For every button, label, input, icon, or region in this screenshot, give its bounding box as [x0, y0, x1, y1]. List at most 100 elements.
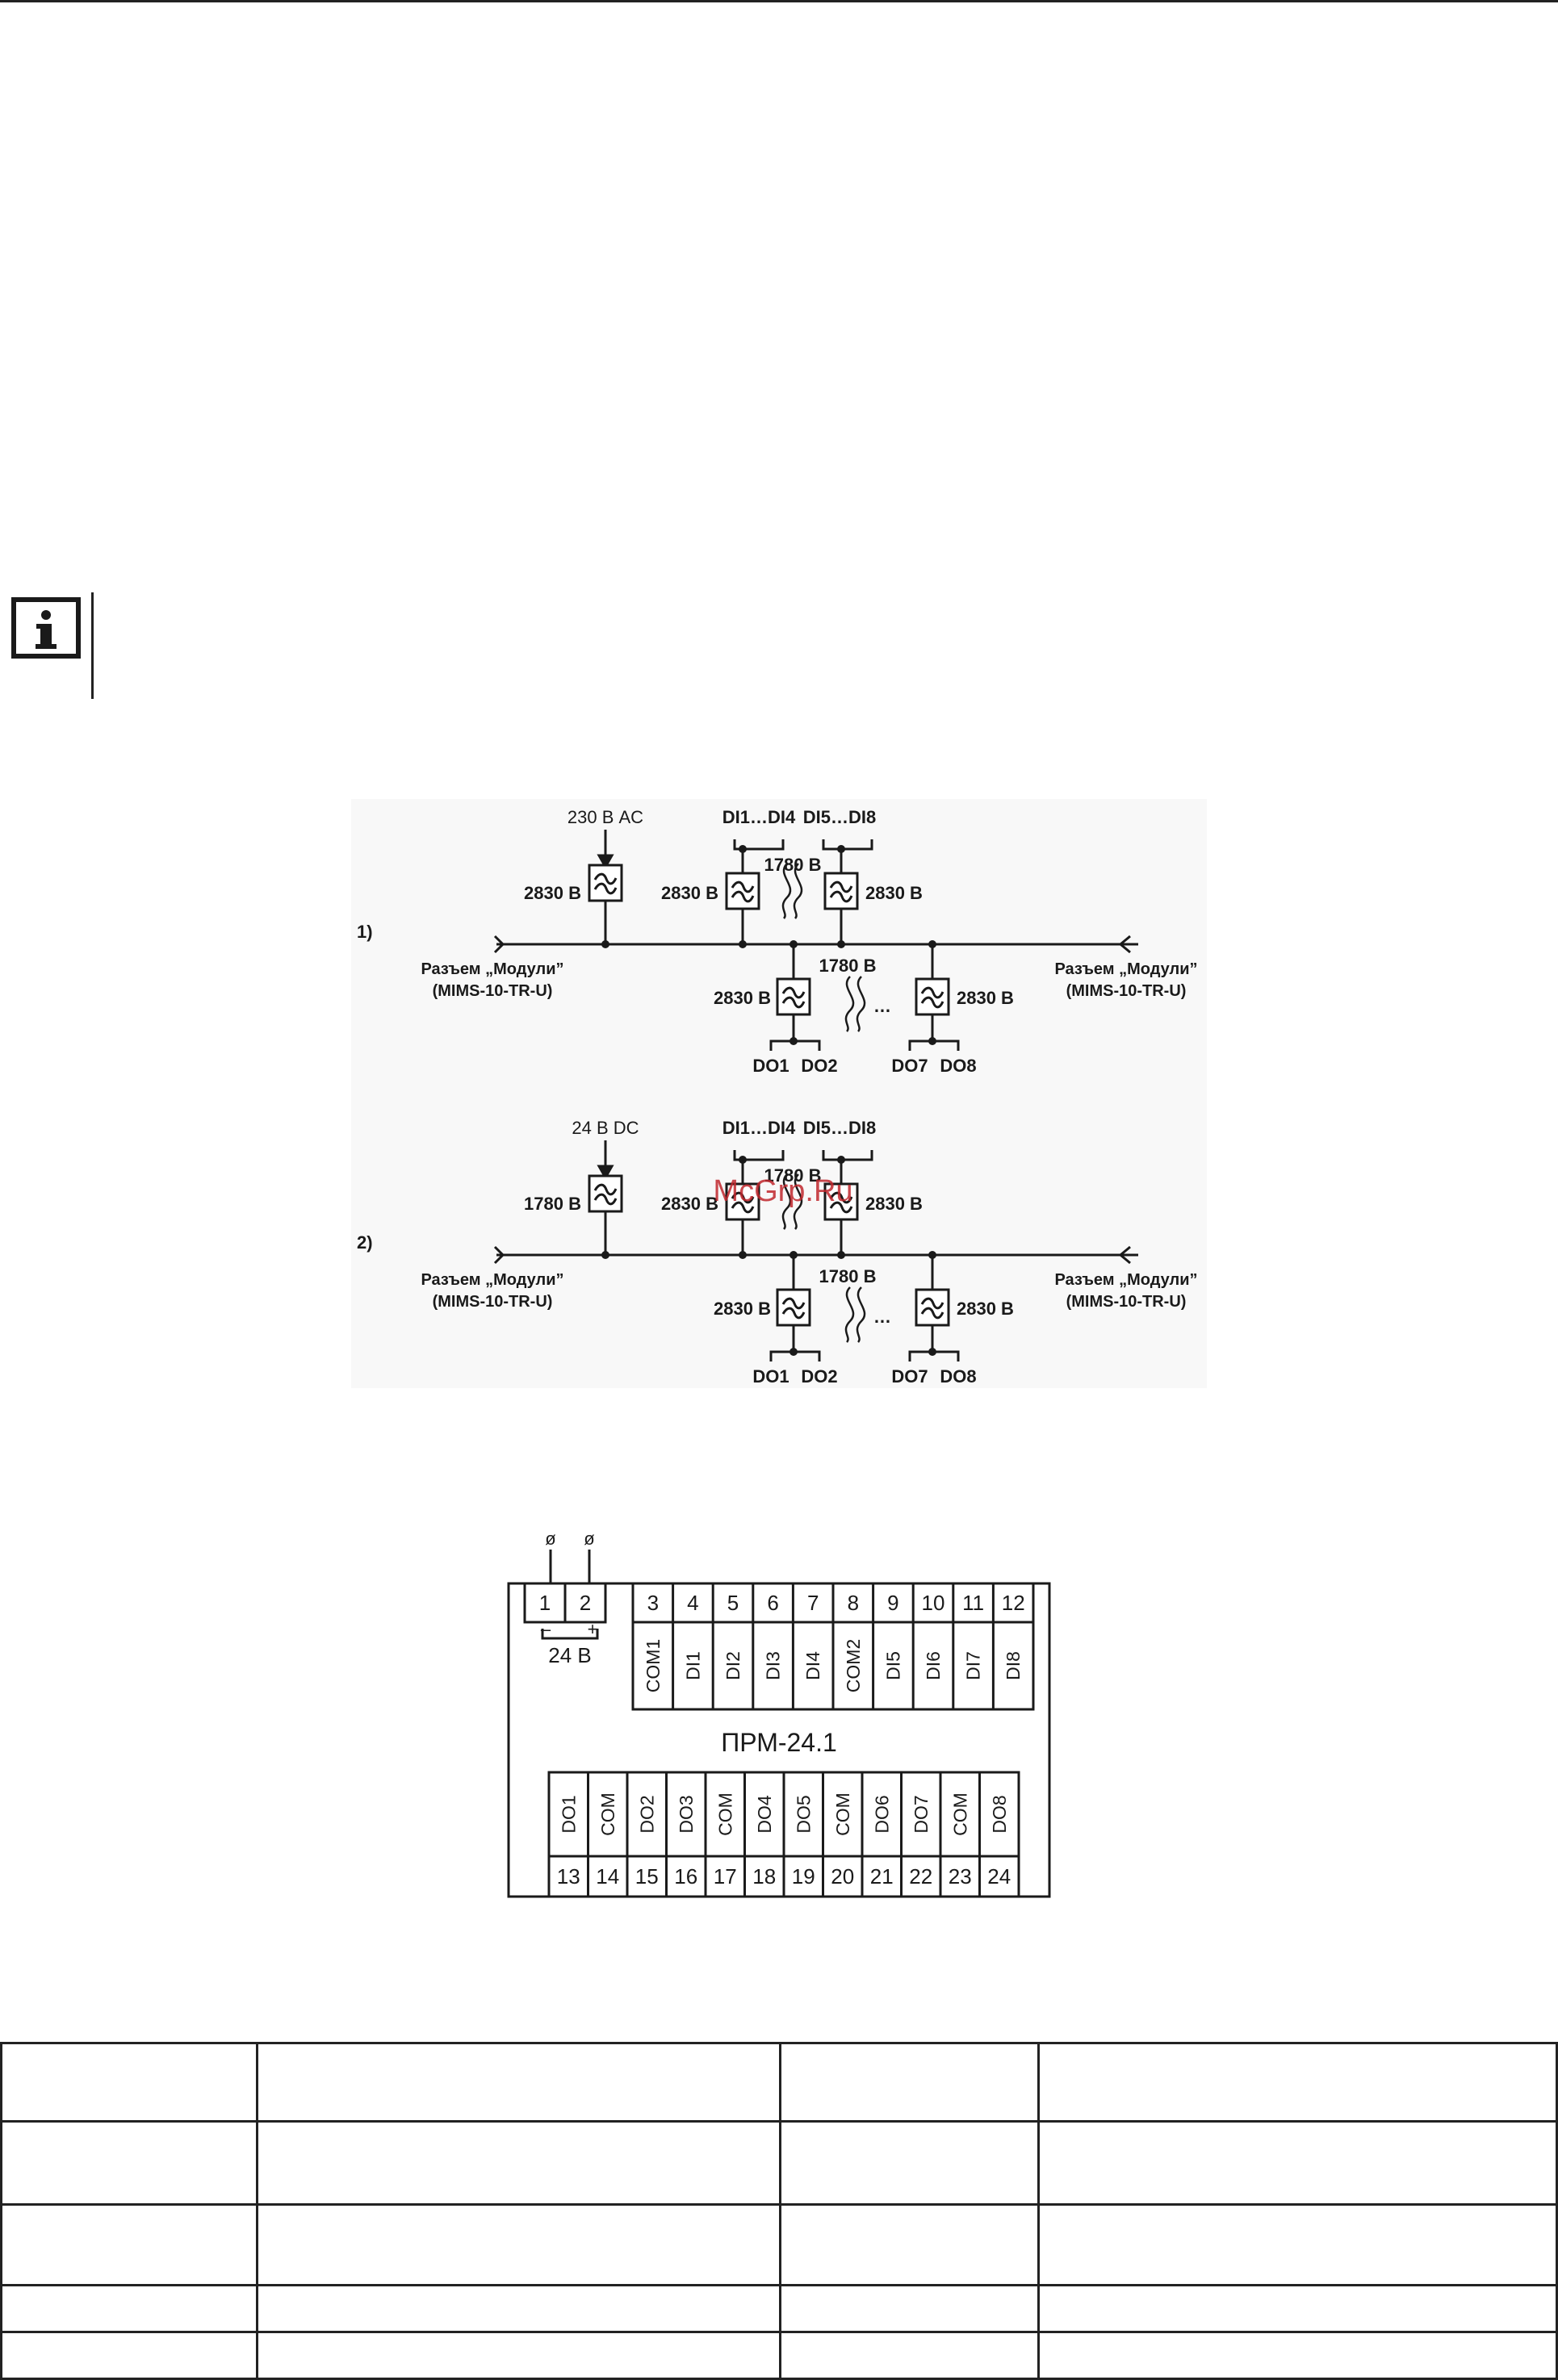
table-cell — [0, 2284, 258, 2333]
di-group-isolation-voltage: 1780 В — [764, 855, 822, 875]
terminal-number: 21 — [870, 1864, 894, 1889]
terminal-number: 17 — [714, 1864, 737, 1889]
terminal-number: 20 — [831, 1864, 854, 1889]
do-isolation-voltage: 2830 В — [714, 1299, 771, 1319]
terminal-signal-label: DO8 — [989, 1795, 1010, 1833]
terminal-number: 22 — [909, 1864, 932, 1889]
do-label: DO8 — [940, 1056, 976, 1076]
do-group-isolation-voltage: 1780 В — [819, 956, 877, 976]
terminal-signal-label: COM1 — [643, 1639, 664, 1692]
terminal-number: 13 — [557, 1864, 580, 1889]
di-group-2-label: DI5…DI8 — [803, 807, 876, 827]
supply-label: 230 В AC — [567, 807, 643, 827]
do-isolation-barrier — [776, 977, 811, 1016]
do-ellipsis: … — [873, 1307, 891, 1327]
table-cell — [255, 2120, 782, 2206]
table-cell — [1037, 2120, 1558, 2206]
connector-right-part: (MIMS-10-TR-U) — [1066, 982, 1187, 1000]
terminal-signal-label: DO5 — [793, 1795, 814, 1833]
terminal-number: 10 — [922, 1591, 945, 1615]
do-label: DO2 — [801, 1366, 837, 1387]
connector-left-part: (MIMS-10-TR-U) — [433, 982, 553, 1000]
do-label: DO1 — [752, 1366, 789, 1387]
table-cell — [0, 2120, 258, 2206]
supply-isolation-barrier — [588, 1174, 623, 1213]
wire-symbol: ø — [584, 1533, 594, 1549]
terminal-signal-label: DO4 — [754, 1795, 775, 1834]
terminal-signal-label: DI6 — [923, 1651, 944, 1680]
do-label: DO7 — [891, 1056, 928, 1076]
terminal-signal-label: DI5 — [882, 1651, 903, 1680]
terminal-number: 4 — [687, 1591, 698, 1615]
di-group-isolation-voltage: 1780 В — [764, 1165, 822, 1186]
table-cell — [779, 2120, 1040, 2206]
terminal-number: 14 — [596, 1864, 619, 1889]
terminal-signal-label: DI7 — [963, 1651, 984, 1680]
connector-left-part: (MIMS-10-TR-U) — [433, 1293, 553, 1311]
terminal-number: 7 — [807, 1591, 819, 1615]
table-row — [0, 2331, 1558, 2380]
page-top-rule — [0, 0, 1558, 2]
supply-isolation-voltage: 2830 В — [524, 883, 581, 903]
isolation-diagram: 1) 230 В AC 2830 В DI1…DI4 DI5…DI8 2830 … — [351, 799, 1207, 1388]
connector-right-label: Разъем „Модули” — [1054, 960, 1197, 978]
diagram-1-label: 1) — [357, 922, 373, 942]
device-model-label: ПРМ-24.1 — [721, 1728, 837, 1757]
terminal-number: 12 — [1002, 1591, 1025, 1615]
do-isolation-voltage: 2830 В — [957, 988, 1014, 1008]
terminal-number: 24 — [987, 1864, 1011, 1889]
table-cell — [255, 2042, 782, 2123]
do-isolation-barrier — [776, 1288, 811, 1327]
do-ellipsis: … — [873, 996, 891, 1016]
terminal-signal-label: COM — [949, 1792, 970, 1836]
terminal-signal-label: DO3 — [676, 1795, 697, 1833]
terminal-number: 6 — [767, 1591, 778, 1615]
table-cell — [255, 2331, 782, 2380]
do-isolation-voltage: 2830 В — [714, 988, 771, 1008]
di-isolation-barrier — [725, 872, 760, 910]
do-isolation-barrier — [915, 1288, 950, 1327]
table-cell — [0, 2042, 258, 2123]
terminal-signal-label: DO1 — [558, 1795, 579, 1833]
terminal-signal-label: DO7 — [911, 1795, 932, 1833]
table-row — [0, 2203, 1558, 2286]
table-cell — [255, 2203, 782, 2286]
table-cell — [0, 2203, 258, 2286]
power-plus-sign: + — [588, 1619, 598, 1639]
do-label: DO7 — [891, 1366, 928, 1387]
diagram-1-nodes — [601, 845, 936, 1045]
connector-left-label: Разъем „Модули” — [421, 960, 563, 978]
table-cell — [1037, 2284, 1558, 2333]
connector-right-part: (MIMS-10-TR-U) — [1066, 1293, 1187, 1311]
do-isolation-barrier — [915, 977, 950, 1016]
do-isolation-voltage: 2830 В — [957, 1299, 1014, 1319]
terminal-number: 8 — [848, 1591, 859, 1615]
info-icon — [11, 597, 81, 659]
di-isolation-voltage: 2830 В — [865, 883, 923, 903]
terminal-number: 11 — [962, 1591, 984, 1615]
terminal-signal-label: DI1 — [682, 1651, 703, 1680]
terminal-signal-label: COM — [597, 1792, 618, 1836]
terminal-signal-label: DI4 — [802, 1651, 823, 1680]
terminal-number: 15 — [635, 1864, 659, 1889]
terminal-signal-label: DO2 — [636, 1795, 657, 1833]
terminal-number: 16 — [674, 1864, 697, 1889]
terminal-number: 23 — [949, 1864, 972, 1889]
di-isolation-voltage: 2830 В — [865, 1194, 923, 1214]
table-cell — [779, 2042, 1040, 2123]
table-row — [0, 2284, 1558, 2333]
table-cell — [1037, 2331, 1558, 2380]
terminal-signal-label: COM — [832, 1792, 853, 1836]
di-group-2-label: DI5…DI8 — [803, 1118, 876, 1138]
table-row — [0, 2042, 1558, 2123]
terminal-number: 19 — [792, 1864, 815, 1889]
di-group-1-label: DI1…DI4 — [722, 807, 796, 827]
connector-left-label: Разъем „Модули” — [421, 1271, 563, 1289]
do-label: DO2 — [801, 1056, 837, 1076]
terminal-number: 3 — [647, 1591, 659, 1615]
terminal-number: 9 — [887, 1591, 898, 1615]
supply-label: 24 В DC — [572, 1118, 639, 1138]
di-isolation-voltage: 2830 В — [661, 1194, 718, 1214]
watermark-text: McGrp.Ru — [713, 1174, 852, 1208]
